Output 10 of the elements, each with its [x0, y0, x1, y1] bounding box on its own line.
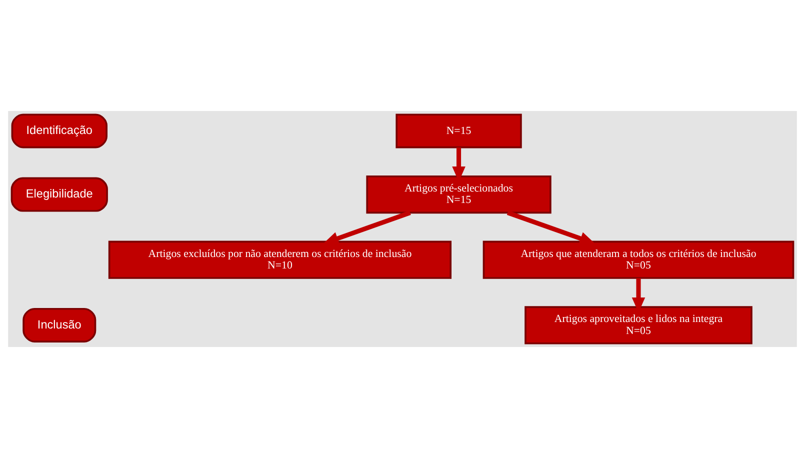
node-box: Artigos excluídos por não atenderem os critérios de inclusão N=10	[108, 240, 452, 278]
node-box: Elegibilidade	[10, 176, 108, 212]
node-box: Artigos aproveitados e lidos na integra N=05	[524, 306, 752, 344]
arrow	[323, 210, 411, 244]
node-box: N=15	[396, 113, 522, 148]
node-box: Identificação	[11, 113, 108, 148]
node-box: Artigos pré-selecionados N=15	[366, 174, 552, 214]
node-box: Artigos que atenderam a todos os critérios de inclusão N=05	[482, 240, 794, 278]
node-box: Inclusão	[22, 307, 96, 342]
arrow	[506, 210, 595, 244]
